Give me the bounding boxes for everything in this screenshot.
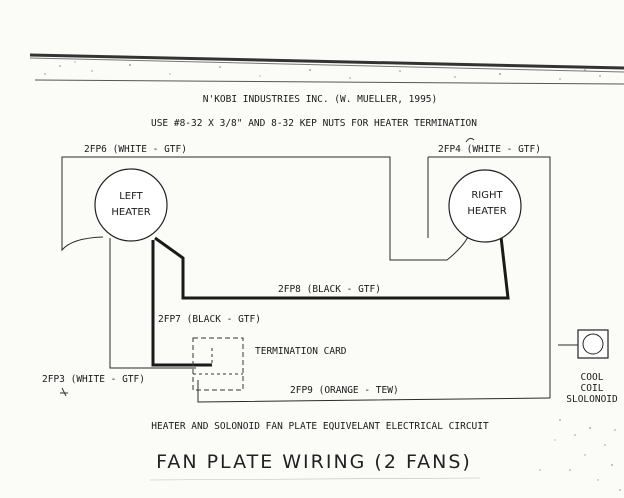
cool-coil-label-3: SLOLONOID <box>566 394 618 405</box>
scan-bottom-line <box>149 477 481 481</box>
handwritten-mark-2fp3 <box>60 387 68 397</box>
termination-card-label: TERMINATION CARD <box>255 346 347 357</box>
termination-instruction: USE #8-32 X 3/8" AND 8-32 KEP NUTS FOR H… <box>151 118 477 129</box>
wire-2fp9 <box>197 380 551 403</box>
scan-noise-bottom-right <box>539 419 621 491</box>
left-heater: LEFT HEATER <box>94 168 168 242</box>
wire-2fp6-frame <box>61 156 469 261</box>
left-heater-label-top: LEFT <box>119 191 143 202</box>
handwritten-mark-2fp4 <box>465 137 475 143</box>
label-2fp8: 2FP8 (BLACK - GTF) <box>278 284 381 295</box>
diagram-title: FAN PLATE WIRING (2 FANS) <box>156 451 472 473</box>
label-2fp7: 2FP7 (BLACK - GTF) <box>158 314 261 325</box>
termination-card: TERMINATION CARD <box>192 337 347 391</box>
circuit-caption: HEATER AND SOLONOID FAN PLATE EQUIVELANT… <box>151 421 489 432</box>
right-heater-label-top: RIGHT <box>471 190 503 201</box>
cool-coil-label-2: COIL <box>581 383 604 394</box>
label-2fp3: 2FP3 (WHITE - GTF) <box>42 374 145 385</box>
left-heater-label-bottom: HEATER <box>111 207 150 218</box>
scan-top-band <box>29 53 624 85</box>
wire-2fp7 <box>151 240 212 367</box>
company-header: N'KOBI INDUSTRIES INC. (W. MUELLER, 1995… <box>203 94 438 105</box>
wire-2fp3 <box>109 238 196 369</box>
cool-coil-solenoid: COOL COIL SLOLONOID <box>566 329 618 405</box>
wire-2fp8 <box>154 227 510 300</box>
label-2fp6: 2FP6 (WHITE - GTF) <box>84 144 187 155</box>
right-heater-label-bottom: HEATER <box>467 206 506 217</box>
wire-2fp4-frame <box>428 156 551 265</box>
right-heater: RIGHT HEATER <box>448 169 522 243</box>
label-2fp9: 2FP9 (ORANGE - TEW) <box>290 385 399 396</box>
label-2fp4: 2FP4 (WHITE - GTF) <box>438 144 541 155</box>
cool-coil-label-1: COOL <box>581 372 604 383</box>
